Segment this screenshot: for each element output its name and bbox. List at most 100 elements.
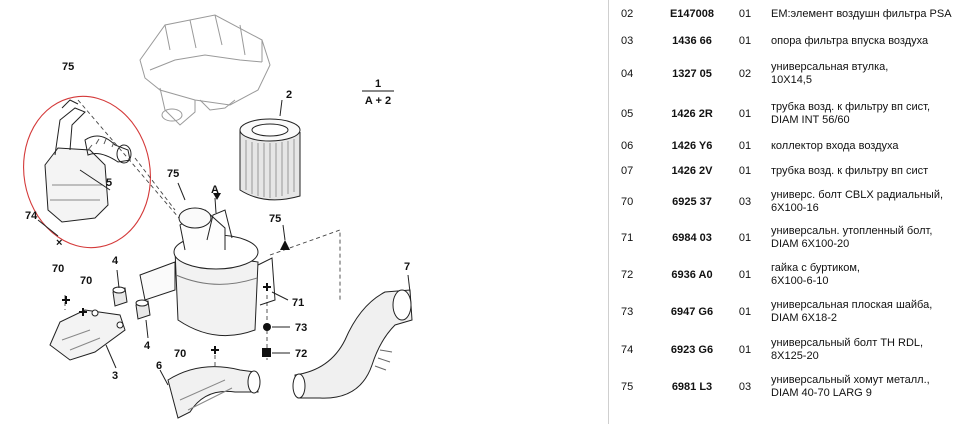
description-cell: трубка возд. к фильтру вп сист [763,158,973,184]
description-line: 6Х100-16 [771,202,819,214]
quantity-cell: 01 [738,231,752,244]
callout-2: 2 [286,89,292,101]
callout-5: 5 [106,177,112,189]
triangle-marker [280,240,290,250]
fraction-bottom: A + 2 [365,95,391,107]
callout-6: 6 [156,360,162,372]
leader-4-a [116,269,120,289]
quantity-cell: 01 [738,139,752,152]
description-line: универсальный болт TH RDL, [771,337,924,349]
callout-72: 72 [295,348,307,360]
part-5-air-pipe-drawing [44,107,132,223]
callout-75-middle: 75 [167,168,179,180]
position-cell: 73 [621,305,634,318]
description-line: универсальный хомут металл., [771,374,930,386]
description-line: DIAM INT 56/60 [771,114,850,126]
diagram-canvas: × 1 A + 2 [23,14,413,419]
reference-cell: 6936 A0 [671,268,713,281]
description-line: 8Х125-20 [771,350,819,362]
description-cell: ЕМ:элемент воздушн фильтра PSA [763,0,973,28]
quantity-cell: 01 [738,164,752,177]
table-row: 05 1426 2R 01 трубка возд. к фильтру вп сис… [609,94,973,134]
reference-cell: 1327 05 [672,67,712,80]
reference-cell: 6947 G6 [670,305,714,318]
leader-75-c [282,224,286,241]
fraction-label: 1 A + 2 [362,78,394,107]
leader-75-a [61,99,79,109]
part-7-air-pipe-drawing [292,289,413,399]
description-cell: опора фильтра впуска воздуха [763,28,973,54]
position-cell: 75 [621,380,634,393]
description-line: коллектор входа воздуха [771,139,899,152]
position-cell: 03 [621,34,634,47]
parts-table-body: 02 E147008 01 ЕМ:элемент воздушн фильтра PS… [609,0,973,404]
leader-75-b [177,182,186,201]
column-divider [608,0,609,424]
description-cell: универсальный болт TH RDL,8Х125-20 [763,330,973,370]
callout-70-left: 70 [52,263,64,275]
part-3-bracket-drawing [49,309,126,361]
description-line: универсальная плоская шайба, [771,299,933,311]
position-cell: 74 [621,343,634,356]
reference-cell: 6925 37 [672,195,712,208]
description-line: универсальная втулка, [771,61,889,73]
description-line: DIAM 6Х18-2 [771,312,838,324]
quantity-cell: 01 [738,268,752,281]
callout-70-center: 70 [80,275,92,287]
reference-cell: E147008 [669,7,715,20]
table-row: 06 1426 Y6 01 коллектор входа воздуха [609,134,973,158]
quantity-cell: 03 [738,380,752,393]
quantity-cell: 01 [738,107,752,120]
callout-75-top: 75 [62,61,74,73]
parts-table: 02 E147008 01 ЕМ:элемент воздушн фильтра PS… [609,0,973,404]
table-row: 70 6925 37 03 универс. болт CBLX радиальный… [609,184,973,220]
part-4-bushings-drawing [112,286,151,320]
arrow-A [213,193,221,200]
quantity-cell: 03 [738,195,752,208]
leader-74 [37,219,59,237]
callout-A: A [211,184,219,196]
description-line: DIAM 40-70 LARG 9 [771,387,872,399]
leader-6 [159,369,169,386]
quantity-cell: 02 [738,67,752,80]
quantity-cell: 01 [738,7,752,20]
description-line: DIAM 6Х100-20 [771,238,850,250]
description-cell: универсальн. утопленный болт,DIAM 6Х100-… [763,220,973,256]
leader-7 [407,274,411,293]
quantity-cell: 01 [738,343,752,356]
reference-cell: 1426 Y6 [671,139,713,152]
leader-71 [271,291,289,301]
reference-cell: 1436 66 [672,34,712,47]
description-line: опора фильтра впуска воздуха [771,34,929,47]
leader-5 [79,169,111,191]
position-cell: 72 [621,268,634,281]
fraction-top: 1 [375,78,381,90]
description-line: 10Х14,5 [771,74,812,86]
leader-4-b [145,319,149,339]
intake-manifold-drawing [139,14,271,126]
description-line: гайка с буртиком, [771,262,860,274]
callout-4-upper: 4 [112,255,119,267]
position-cell: 06 [621,139,634,152]
exploded-parts-diagram: × 1 A + 2 [23,14,413,419]
position-cell: 05 [621,107,634,120]
position-cell: 70 [621,195,634,208]
position-cell: 07 [621,164,634,177]
x-mark: × [56,237,62,249]
fastener-markers [62,283,271,357]
callout-73: 73 [295,322,307,334]
description-cell: трубка возд. к фильтру вп сист,DIAM INT … [763,94,973,134]
description-line: универс. болт CBLX радиальный, [771,189,944,201]
leader-3 [105,344,117,369]
callout-75-right: 75 [269,213,281,225]
callout-74: 74 [25,210,38,222]
reference-cell: 1426 2R [671,107,713,120]
